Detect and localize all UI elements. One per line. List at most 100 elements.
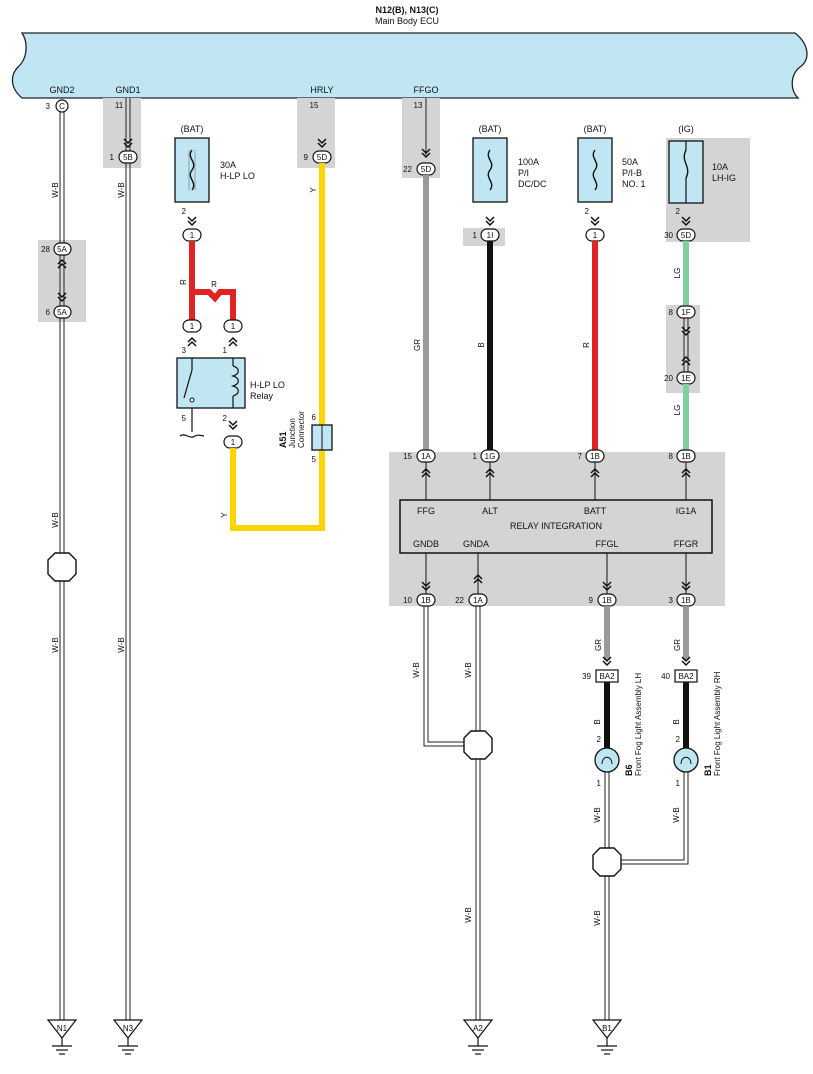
relay-integration-box [399,499,713,554]
svg-text:(BAT): (BAT) [181,124,204,134]
ecu-pin-ffgo: FFGO [414,85,439,95]
svg-text:(IG): (IG) [678,124,694,134]
svg-text:GR: GR [413,339,422,351]
svg-text:1A: 1A [473,596,483,605]
svg-text:1: 1 [473,452,478,461]
ecu-subtitle: Main Body ECU [375,16,439,26]
svg-text:1: 1 [231,438,236,447]
svg-text:1E: 1E [681,374,691,383]
svg-text:FFGR: FFGR [674,539,699,549]
svg-text:5D: 5D [681,231,691,240]
svg-text:6: 6 [312,413,317,422]
svg-text:7: 7 [578,452,583,461]
svg-text:1B: 1B [602,596,612,605]
svg-text:H-LP LO: H-LP LO [250,380,285,390]
svg-text:W-B: W-B [117,637,126,652]
ecu-pin-gnd2: GND2 [49,85,74,95]
svg-text:40: 40 [661,672,670,681]
svg-text:P/I: P/I [518,168,529,178]
svg-text:1: 1 [223,346,228,355]
svg-text:FFG: FFG [417,506,435,516]
svg-text:W-B: W-B [412,662,421,677]
svg-text:R: R [582,342,591,348]
alt-circuit: (BAT) 100A P/I DC/DC 1I 1 B [472,124,547,450]
hrly-circuit: 15 5D 9 Y Y 6 5 A51 Junction Connector [220,101,333,531]
svg-text:5D: 5D [421,165,431,174]
relay-integration: 1A 15 1G 1 1B 7 1B 8 FFG ALT BATT IG1A R… [399,449,713,607]
svg-text:1: 1 [190,322,195,331]
svg-text:C: C [59,102,65,111]
gnd-ab-circuit: W-B W-B W-B A2 [412,606,493,1055]
hlp-lo-circuit: (BAT) 30A H-LP LO 2 1 R R 1 1 3 1 H-LP L… [174,124,285,449]
svg-text:BATT: BATT [584,506,607,516]
svg-text:8: 8 [669,452,674,461]
svg-text:B: B [672,719,681,724]
svg-text:2: 2 [676,735,681,744]
svg-text:BA2: BA2 [599,672,615,681]
svg-text:1: 1 [597,779,602,788]
svg-text:GNDA: GNDA [463,539,489,549]
ground-a2-label: A2 [473,1024,483,1033]
svg-text:22: 22 [403,165,412,174]
wire-red-hlp [189,241,236,320]
svg-text:BA2: BA2 [678,672,694,681]
svg-text:20: 20 [664,374,673,383]
svg-text:1: 1 [676,779,681,788]
svg-text:1F: 1F [681,308,690,317]
svg-text:GNDB: GNDB [413,539,439,549]
svg-text:15: 15 [403,452,412,461]
ecu-body [11,32,808,99]
splice-gndab [463,730,493,760]
svg-text:30: 30 [664,231,673,240]
ecu-pin-gnd1: GND1 [115,85,140,95]
svg-text:13: 13 [414,101,423,110]
svg-text:ALT: ALT [482,506,498,516]
svg-text:W-B: W-B [51,637,60,652]
fog-lamp-rh [673,747,699,773]
svg-text:1I: 1I [487,231,494,240]
svg-text:6: 6 [46,308,51,317]
svg-text:2: 2 [585,207,590,216]
svg-text:Connector: Connector [297,411,306,448]
svg-text:9: 9 [589,596,594,605]
svg-text:5: 5 [312,455,317,464]
svg-text:DC/DC: DC/DC [518,179,547,189]
svg-text:W-B: W-B [593,910,602,925]
svg-text:5A: 5A [57,245,67,254]
svg-text:2: 2 [182,207,187,216]
ecu-title: N12(B), N13(C) [375,5,438,15]
svg-text:1: 1 [593,231,598,240]
svg-text:5D: 5D [317,153,327,162]
ground-n3-label: N3 [123,1024,134,1033]
svg-text:10: 10 [403,596,412,605]
svg-text:R: R [211,280,217,289]
fog-rh-code: B1 [703,764,713,776]
svg-text:LH-IG: LH-IG [712,173,736,183]
svg-text:3: 3 [669,596,674,605]
svg-text:1G: 1G [485,452,496,461]
fog-lh-code: B6 [624,764,634,776]
ecu-block: N12(B), N13(C) Main Body ECU [11,5,808,99]
gnd2-circuit: C 3 W-B 5A 28 5A 6 W-B W-B N1 [41,99,77,1055]
svg-text:50A: 50A [622,157,638,167]
svg-text:W-B: W-B [464,662,473,677]
svg-text:100A: 100A [518,157,539,167]
svg-text:2: 2 [597,735,602,744]
fog-rh-circuit: GR BA2 40 B 2 1 B1 Front Fog Light Assem… [621,606,722,865]
svg-text:2: 2 [223,414,228,423]
fog-rh-name: Front Fog Light Assembly RH [713,671,722,776]
svg-text:NO. 1: NO. 1 [622,179,646,189]
svg-text:8: 8 [669,308,674,317]
svg-text:Relay: Relay [250,391,274,401]
svg-text:28: 28 [41,245,50,254]
ground-b1-label: B1 [602,1024,612,1033]
svg-text:1B: 1B [421,596,431,605]
svg-text:1: 1 [231,322,236,331]
svg-text:9: 9 [304,153,309,162]
splice-gnd2 [47,552,77,582]
fog-lh-name: Front Fog Light Assembly LH [634,673,643,776]
batt-circuit: (BAT) 50A P/I-B NO. 1 2 1 R [577,124,646,450]
svg-text:(BAT): (BAT) [584,124,607,134]
svg-text:22: 22 [455,596,464,605]
